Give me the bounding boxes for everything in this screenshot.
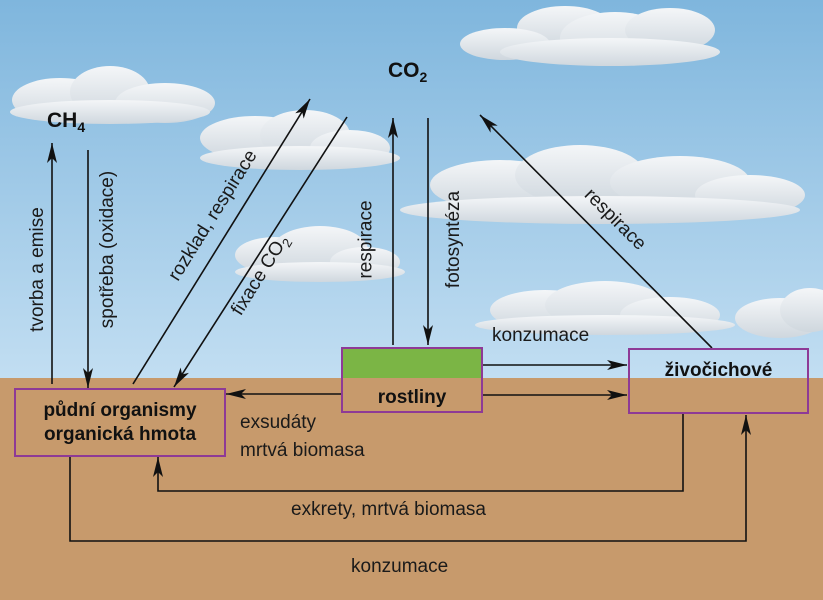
ch4-emission-label: tvorba a emise <box>26 207 48 332</box>
plants-box: rostliny <box>341 347 483 413</box>
arrow-co2-fixation <box>173 116 348 388</box>
consumption-top-label: konzumace <box>492 325 590 346</box>
animals-box: živočichové <box>628 348 809 414</box>
arrow-decomposition <box>132 98 311 385</box>
soil-organisms-label: půdní organismy <box>43 399 197 421</box>
cloud <box>460 6 720 66</box>
excretes-label: exkrety, mrtvá biomasa <box>291 499 486 520</box>
cloud <box>735 288 823 338</box>
arrow-excretes <box>153 414 684 492</box>
cloud <box>10 66 215 124</box>
photosynthesis-label: fotosyntéza <box>443 190 465 289</box>
plant-canopy <box>342 348 482 378</box>
plant-respiration-label: respirace <box>355 200 377 279</box>
cloud <box>475 281 735 335</box>
soil-organisms-box: půdní organismy organická hmota <box>14 388 226 457</box>
soil <box>0 378 823 600</box>
arrow-consumption-bottom <box>69 415 751 542</box>
cloud <box>400 145 805 224</box>
ch4-label: CH4 <box>47 109 86 136</box>
ch4-oxidation-label: spotřeba (oxidace) <box>97 170 119 329</box>
arrow-animal-respiration <box>479 114 713 349</box>
co2-label: CO2 <box>388 59 428 86</box>
exudates-label: exsudáty <box>240 412 317 433</box>
consumption-bottom-label: konzumace <box>351 556 449 577</box>
animals-label: živočichové <box>664 360 773 381</box>
plants-label: rostliny <box>377 387 447 408</box>
organic-matter-label: organická hmota <box>43 423 197 445</box>
cloud <box>235 226 405 282</box>
dead-biomass-label: mrtvá biomasa <box>240 440 365 461</box>
